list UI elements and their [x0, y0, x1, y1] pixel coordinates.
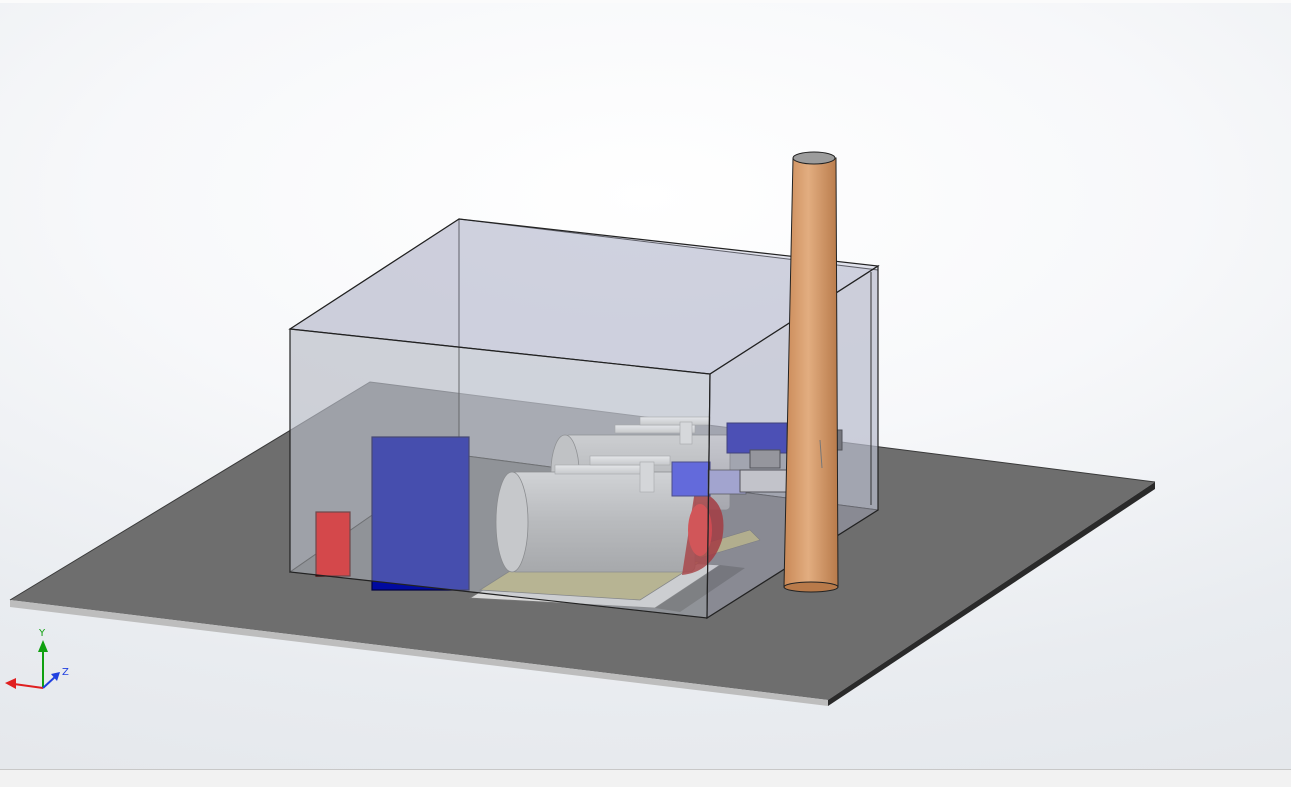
entrance-door[interactable] — [371, 436, 470, 591]
triad-y-arrow — [38, 640, 48, 652]
boiler-front[interactable] — [495, 471, 724, 575]
viewport-top-edge — [0, 0, 1291, 3]
triad-z-arrow — [51, 672, 60, 681]
electrical-panel[interactable] — [315, 511, 351, 577]
chimney-stack[interactable] — [783, 151, 839, 593]
rear-pipes — [614, 416, 711, 445]
triad-x-arrow — [5, 678, 16, 689]
floor-front-edge — [10, 600, 828, 706]
coordinate-triad: Y Z — [5, 628, 69, 689]
triad-z-label: Z — [62, 667, 69, 678]
floor-side-edge — [828, 482, 1155, 706]
triad-z-axis — [42, 675, 57, 689]
triad-x-axis — [13, 683, 44, 689]
triad-y-label: Y — [38, 628, 46, 639]
status-bar — [0, 769, 1291, 787]
front-pipes — [554, 455, 671, 493]
model-scene[interactable]: Y Z — [0, 0, 1291, 769]
